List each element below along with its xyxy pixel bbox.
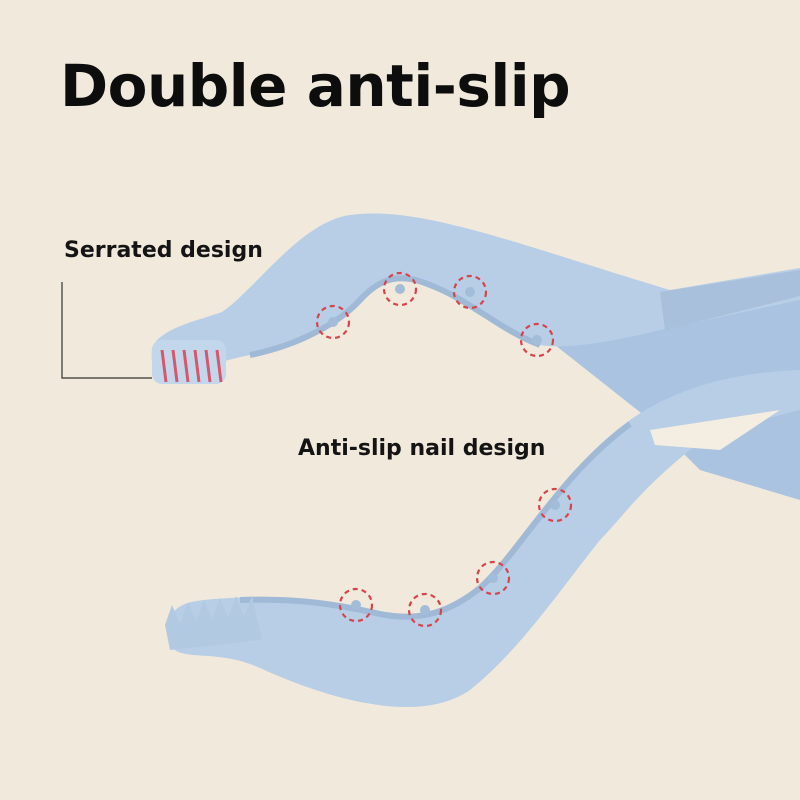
- page-title: Double anti-slip: [60, 52, 571, 120]
- marker-circle: [452, 274, 488, 310]
- serrated-callout-line: [61, 282, 152, 379]
- marker-circle: [315, 304, 351, 340]
- anti-slip-nubs: [328, 284, 560, 615]
- anti-slip-nail-label: Anti-slip nail design: [298, 436, 546, 461]
- upper-jaw: [151, 213, 800, 382]
- lower-teeth: [165, 596, 262, 650]
- lower-jaw-facet: [650, 410, 780, 450]
- lower-jaw: [167, 370, 800, 707]
- upper-jaw-facet: [660, 270, 800, 330]
- upper-teeth: [152, 340, 226, 384]
- marker-circle: [338, 587, 374, 623]
- marker-circle: [537, 487, 573, 523]
- marker-circle: [407, 592, 443, 628]
- marker-circle: [519, 322, 555, 358]
- marker-circle: [382, 271, 418, 307]
- anti-slip-markers: [315, 271, 573, 628]
- upper-jaw-edge: [249, 275, 542, 358]
- lower-jaw-edge: [239, 421, 632, 620]
- marker-circle: [475, 560, 511, 596]
- serrated-design-label: Serrated design: [64, 238, 263, 263]
